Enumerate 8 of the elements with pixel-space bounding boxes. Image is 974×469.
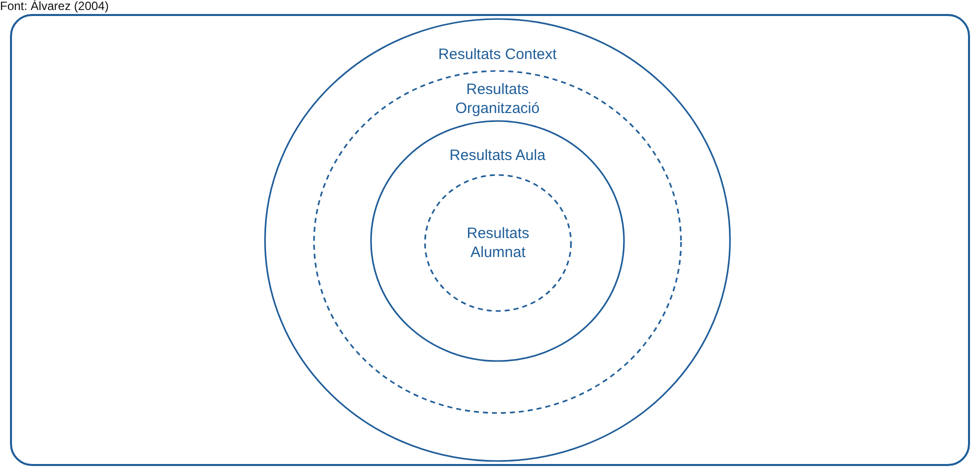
region-label: Resultats Alumnat: [466, 224, 530, 262]
ellipse-region: [313, 70, 682, 414]
region-label: Resultats Aula: [448, 146, 546, 165]
ellipse-region: [264, 18, 731, 462]
region-label: Resultats Context: [437, 45, 558, 64]
region-label: Resultats Organització: [454, 80, 541, 118]
ellipse-region: [424, 174, 572, 312]
ellipse-region: [370, 120, 625, 362]
